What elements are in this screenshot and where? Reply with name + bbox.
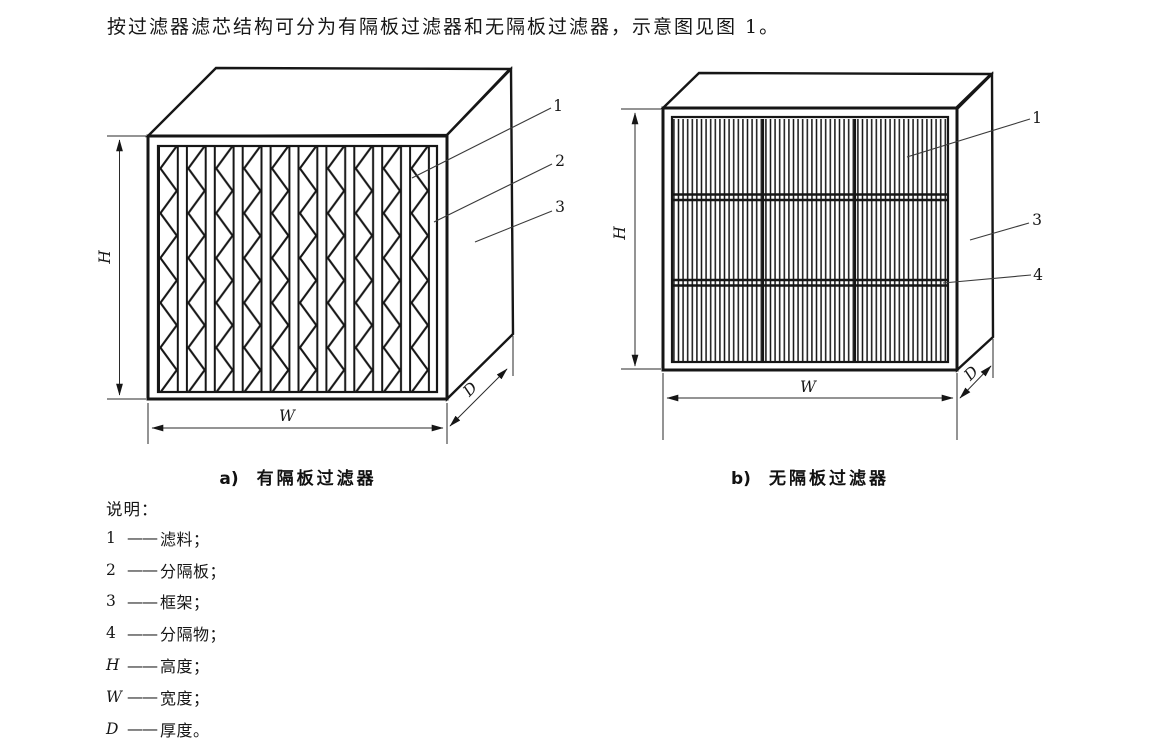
- legend-label: 宽度；: [160, 688, 210, 708]
- separator-bands-b: [672, 193, 948, 287]
- filter-media-a: [158, 146, 437, 392]
- height-label-b: H: [611, 226, 629, 241]
- legend-dash: ——: [127, 591, 158, 611]
- legend-key: 3: [106, 592, 116, 611]
- depth-dimension-a: [449, 336, 514, 427]
- legend-dash: ——: [127, 719, 158, 739]
- legend-dash: ——: [127, 623, 158, 643]
- depth-dimension-b: [959, 339, 994, 399]
- caption-b: b) 无隔板过滤器: [663, 464, 957, 489]
- caption-a: a) 有隔板过滤器: [148, 464, 448, 489]
- diagram-a: H W D 1 2 3: [96, 66, 565, 444]
- side-face-b: [955, 71, 995, 373]
- leader-line-1-b: [906, 118, 1031, 158]
- legend-item-2: 2 —— 分隔板；: [106, 554, 226, 586]
- caption-a-text: 有隔板过滤器: [256, 469, 377, 489]
- intro-paragraph: 按过滤器滤芯结构可分为有隔板过滤器和无隔板过滤器，示意图见图 1。: [107, 16, 781, 38]
- legend-label: 滤料；: [160, 529, 210, 549]
- width-dimension-a: [147, 403, 448, 444]
- legend-label: 厚度。: [160, 720, 210, 740]
- leader-lines-a: [411, 107, 553, 243]
- width-dimension-b: [662, 373, 958, 440]
- legend-item-W: W —— 宽度；: [106, 681, 226, 713]
- leader-lines-b: [906, 118, 1032, 284]
- height-label-a: H: [96, 250, 114, 265]
- media-border-a: [156, 144, 439, 394]
- legend-item-4: 4 —— 分隔物；: [106, 617, 226, 649]
- leader-line-2-a: [433, 163, 553, 223]
- caption-b-text: 无隔板过滤器: [768, 469, 889, 489]
- width-label-b: W: [800, 378, 817, 396]
- legend-dash: ——: [127, 528, 158, 548]
- legend-key: W: [106, 687, 122, 706]
- legend-item-1: 1 —— 滤料；: [106, 522, 226, 554]
- legend-label: 分隔物；: [160, 625, 227, 645]
- legend-title: 说明：: [106, 500, 159, 519]
- legend-key: 1: [106, 528, 116, 547]
- leader-line-4-b: [942, 274, 1032, 284]
- callout-3-a: 3: [555, 198, 565, 216]
- caption-a-prefix: a): [219, 469, 239, 489]
- width-label-a: W: [279, 407, 296, 425]
- diagram-b: H W D 1 3 4: [611, 71, 1043, 440]
- top-face-b: [660, 71, 994, 110]
- legend-label: 分隔板；: [160, 561, 227, 581]
- pleat-accent-lines-b: [761, 119, 857, 362]
- callout-3-b: 3: [1032, 211, 1042, 229]
- height-dimension-b: [621, 108, 661, 370]
- legend-dash: ——: [127, 655, 158, 675]
- filter-media-b: [673, 119, 947, 362]
- legend: 说明： 1 —— 滤料； 2 —— 分隔板； 3 —— 框架； 4 —— 分隔物…: [106, 496, 226, 745]
- caption-b-prefix: b): [731, 469, 751, 489]
- legend-key: D: [106, 719, 119, 738]
- legend-label: 高度；: [160, 657, 210, 677]
- legend-key: 4: [106, 624, 116, 643]
- media-border-b: [670, 115, 950, 364]
- callout-4-b: 4: [1033, 266, 1043, 284]
- height-dimension-a: [107, 135, 146, 400]
- legend-item-3: 3 —— 框架；: [106, 586, 226, 618]
- leader-line-3-b: [969, 222, 1030, 241]
- legend-dash: ——: [127, 560, 158, 580]
- callout-2-a: 2: [555, 152, 565, 170]
- legend-item-D: D —— 厚度。: [106, 713, 226, 745]
- legend-label: 框架；: [160, 593, 210, 613]
- legend-key: 2: [106, 560, 116, 579]
- legend-key: H: [106, 656, 120, 675]
- legend-dash: ——: [127, 687, 158, 707]
- leader-line-1-a: [411, 107, 552, 179]
- leader-line-3-a: [474, 210, 553, 243]
- legend-item-H: H —— 高度；: [106, 649, 226, 681]
- callout-1-b: 1: [1032, 109, 1042, 127]
- callout-1-a: 1: [553, 97, 563, 115]
